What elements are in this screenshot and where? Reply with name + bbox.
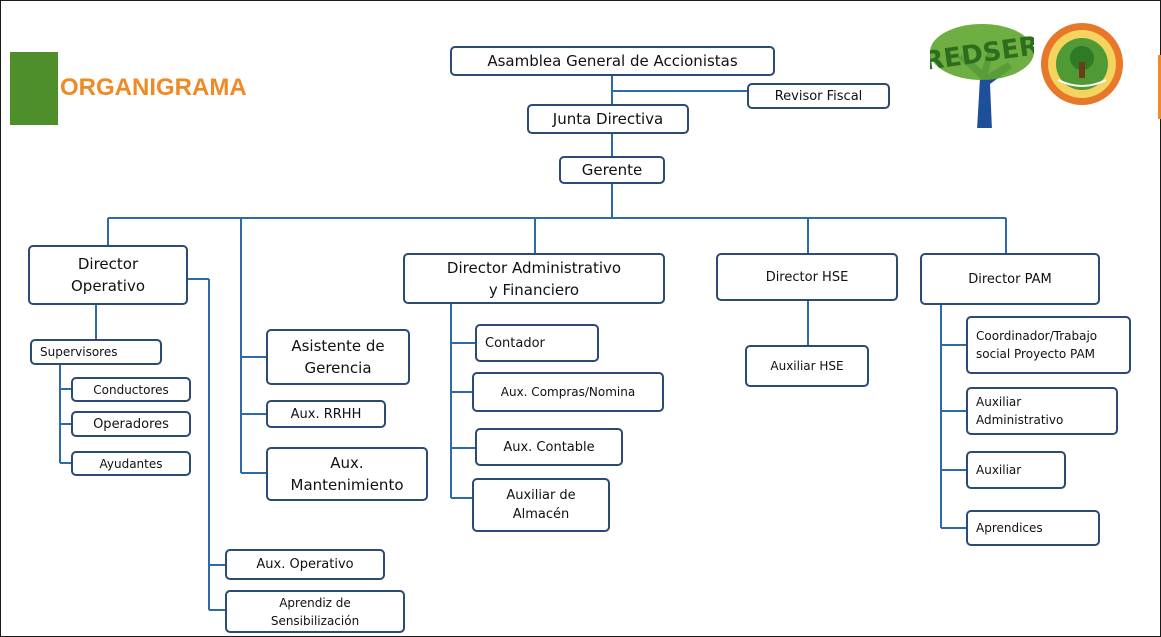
- node-auxiliar: Auxiliar: [966, 451, 1066, 489]
- node-asamblea: Asamblea General de Accionistas: [450, 46, 775, 76]
- accent-block: [10, 52, 58, 125]
- node-aux-mantenimiento: Aux. Mantenimiento: [266, 447, 428, 501]
- node-auxiliar-almacen: Auxiliar de Almacén: [472, 478, 610, 532]
- node-aprendices: Aprendices: [966, 510, 1100, 546]
- node-junta-directiva: Junta Directiva: [527, 104, 689, 134]
- proyecto-agro-logo: [1041, 23, 1123, 105]
- node-ayudantes: Ayudantes: [71, 451, 191, 476]
- orange-accent-edge: [1158, 55, 1161, 119]
- node-aux-rrhh: Aux. RRHH: [266, 400, 386, 428]
- node-aux-contable: Aux. Contable: [475, 428, 623, 466]
- node-director-operativo: Director Operativo: [28, 245, 188, 305]
- node-coordinador-trabajo-social: Coordinador/Trabajo social Proyecto PAM: [966, 316, 1131, 374]
- node-aprendiz-sensibilizacion: Aprendiz de Sensibilización: [225, 590, 405, 633]
- node-director-hse: Director HSE: [716, 253, 898, 301]
- node-conductores: Conductores: [71, 377, 191, 402]
- node-auxiliar-administrativo: Auxiliar Administrativo: [966, 387, 1118, 435]
- node-operadores: Operadores: [71, 411, 191, 437]
- redser-logo: REDSER: [930, 24, 1034, 128]
- node-auxiliar-hse: Auxiliar HSE: [745, 345, 869, 387]
- node-revisor-fiscal: Revisor Fiscal: [747, 83, 890, 109]
- node-gerente: Gerente: [559, 156, 665, 184]
- node-aux-operativo: Aux. Operativo: [225, 549, 385, 580]
- node-director-pam: Director PAM: [920, 253, 1100, 305]
- node-supervisores: Supervisores: [30, 339, 162, 365]
- node-director-administrativo: Director Administrativo y Financiero: [403, 253, 665, 304]
- page-title: ORGANIGRAMA: [60, 74, 247, 101]
- node-contador: Contador: [475, 324, 599, 362]
- node-asistente-gerencia: Asistente de Gerencia: [266, 329, 410, 385]
- node-aux-compras-nomina: Aux. Compras/Nomina: [472, 372, 664, 412]
